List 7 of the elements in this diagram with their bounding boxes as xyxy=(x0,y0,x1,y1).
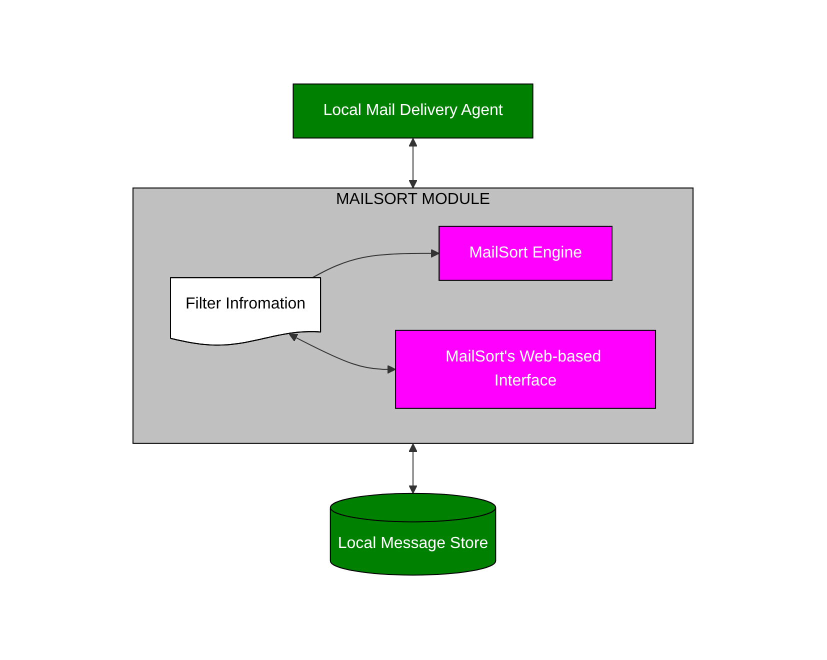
arrow xyxy=(409,444,418,494)
arrow xyxy=(409,138,418,189)
node-box: Local Mail Delivery Agent xyxy=(293,84,534,139)
arrow xyxy=(311,249,440,280)
node-box: MailSort's Web-based Interface xyxy=(396,330,657,410)
arrow xyxy=(289,334,396,374)
node-box: MailSort Engine xyxy=(439,226,613,282)
